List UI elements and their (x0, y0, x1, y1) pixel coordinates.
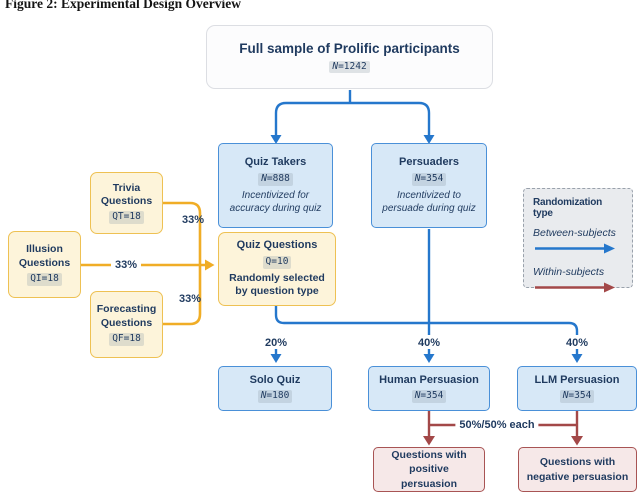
sample-size-chip: N=888 (258, 172, 293, 186)
label-forecasting-percent: 33% (178, 293, 202, 305)
box-title: Quiz Questions (236, 239, 318, 252)
box-subtitle: Randomly selected by question type (229, 271, 325, 298)
sample-size-chip: QF=18 (109, 332, 144, 346)
arrow-forecasting-elbow (161, 263, 202, 326)
legend-red-arrowhead (604, 282, 615, 293)
arrow-quiz-split-bar (274, 306, 579, 335)
legend-within-subjects-label: Within-subjects (533, 266, 605, 278)
arrowhead-to-solo-quiz (270, 354, 282, 363)
label-human-percent: 40% (417, 337, 441, 349)
arrowhead-to-negative (571, 436, 583, 446)
arrowhead-to-quiz-questions (205, 259, 215, 271)
arrowhead-to-persuaders (423, 135, 435, 144)
label-split-percent: 50%/50% each (455, 419, 539, 431)
box-title: Trivia Questions (100, 181, 153, 208)
arrowhead-to-positive (423, 436, 435, 446)
sample-size-chip: Q=10 (262, 255, 292, 269)
box-quiz-questions: Quiz Questions Q=10 Randomly selected by… (218, 232, 336, 306)
box-title: Solo Quiz (249, 373, 301, 386)
box-title: LLM Persuasion (534, 373, 620, 386)
arrow-fullsample-split (274, 101, 431, 136)
within-subjects-arrow-icon (535, 282, 615, 293)
box-positive-persuasion: Questions with positive persuasion (373, 447, 485, 492)
box-title: Questions with negative persuasion (526, 456, 629, 483)
label-llm-percent: 40% (565, 337, 589, 349)
sample-size-chip: QT=18 (109, 211, 144, 225)
box-illusion-questions: Illusion Questions QI=18 (8, 231, 81, 298)
box-trivia-questions: Trivia Questions QT=18 (90, 172, 163, 234)
box-title: Quiz Takers (244, 156, 307, 169)
box-negative-persuasion: Questions with negative persuasion (518, 447, 637, 492)
box-title: Persuaders (399, 156, 459, 169)
figure-caption: Figure 2: Experimental Design Overview (5, 0, 241, 11)
arrowhead-to-human-persuasion (423, 354, 435, 363)
sample-size-chip: N=354 (559, 390, 595, 404)
legend-title: Randomization type (533, 197, 603, 219)
arrow-trivia-elbow (161, 201, 202, 267)
box-title: Human Persuasion (379, 373, 479, 386)
sample-size-chip: N=354 (411, 172, 447, 186)
box-title: Questions with positive persuasion (391, 449, 467, 490)
label-illusion-percent: 33% (110, 259, 142, 271)
legend-randomization-type: Randomization type Between-subjects With… (523, 188, 633, 293)
label-trivia-percent: 33% (181, 214, 205, 226)
sample-size-chip: N=1242 (329, 60, 370, 74)
box-quiz-takers: Quiz Takers N=888 Incentivized for accur… (218, 143, 333, 228)
between-subjects-arrow-icon (535, 243, 615, 254)
box-llm-persuasion: LLM Persuasion N=354 (517, 366, 637, 411)
box-title: Forecasting Questions (96, 303, 157, 329)
sample-size-chip: N=354 (411, 390, 447, 404)
box-title: Full sample of Prolific participants (239, 40, 460, 56)
legend-blue-arrowhead (604, 243, 615, 254)
sample-size-chip: QI=18 (27, 272, 62, 286)
box-title: Illusion Questions (18, 243, 71, 269)
box-subtitle: Incentivized to persuade during quiz (382, 189, 476, 214)
sample-size-chip: N=180 (257, 390, 293, 404)
legend-between-subjects-label: Between-subjects (533, 227, 616, 239)
label-solo-percent: 20% (264, 337, 288, 349)
box-forecasting-questions: Forecasting Questions QF=18 (90, 291, 163, 358)
box-full-sample: Full sample of Prolific participants N=1… (206, 25, 493, 89)
box-subtitle: Incentivized for accuracy during quiz (229, 189, 322, 214)
box-human-persuasion: Human Persuasion N=354 (368, 366, 490, 411)
arrowhead-to-llm-persuasion (571, 354, 583, 363)
arrowhead-to-quiz-takers (270, 135, 282, 144)
box-solo-quiz: Solo Quiz N=180 (218, 366, 332, 411)
box-persuaders: Persuaders N=354 Incentivized to persuad… (371, 143, 487, 228)
